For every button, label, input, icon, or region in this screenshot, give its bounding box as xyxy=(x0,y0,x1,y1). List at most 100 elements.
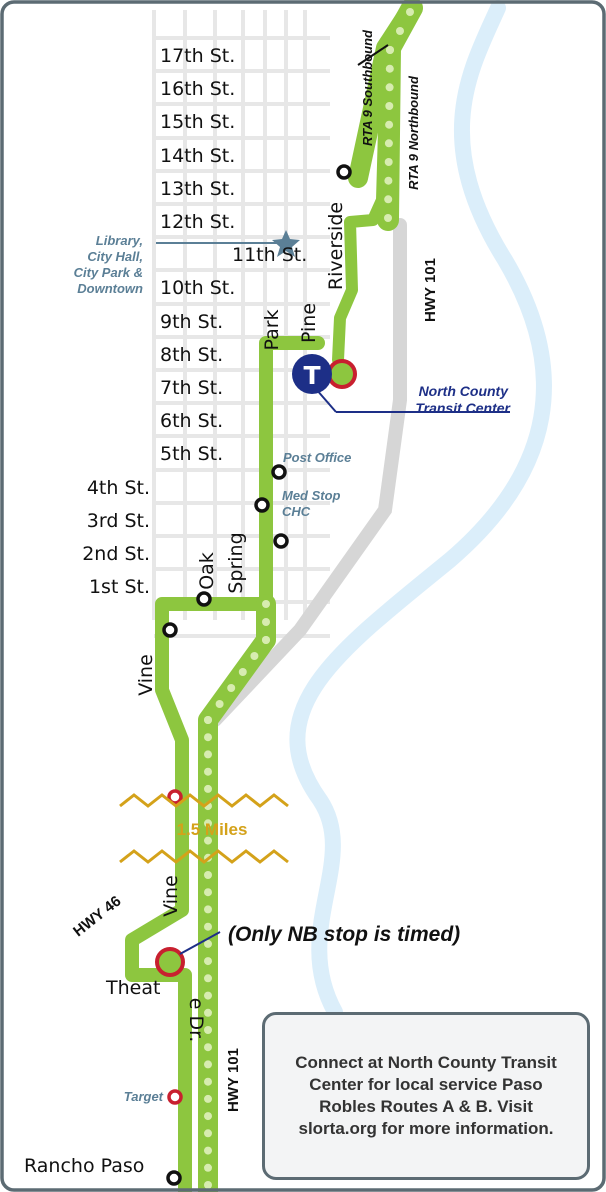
street-label: 10th St. xyxy=(160,277,235,299)
break-zigzag-bottom xyxy=(119,849,289,864)
distance-label: 1.5 Miles xyxy=(177,820,248,839)
timed-note: (Only NB stop is timed) xyxy=(228,923,460,946)
timed-note-leader xyxy=(179,931,221,955)
hwy101-north-label: HWY 101 xyxy=(422,258,439,322)
street-label: 6th St. xyxy=(160,410,223,432)
stop-rancho-paso xyxy=(166,1170,182,1186)
route-dot xyxy=(227,684,236,692)
street-labels: 17th St.16th St.15th St.14th St.13th St.… xyxy=(82,45,307,598)
hwy101-south-label: HWY 101 xyxy=(225,1048,242,1112)
route-dot xyxy=(204,939,212,948)
street-label: 15th St. xyxy=(160,111,235,133)
route-dot xyxy=(204,991,212,1000)
svg-text:Med Stop: Med Stop xyxy=(282,488,341,503)
svg-text:North County: North County xyxy=(419,383,510,399)
svg-text:Downtown: Downtown xyxy=(77,281,143,296)
route-dot xyxy=(204,1163,212,1172)
street-theatre-dr-right: e Dr. xyxy=(185,998,207,1042)
stops xyxy=(162,164,352,1186)
route-dot xyxy=(204,957,212,966)
transit-badge-letter: T xyxy=(303,361,320,390)
route-dot xyxy=(238,668,247,676)
route-dot xyxy=(262,600,270,608)
street-spring: Spring xyxy=(225,532,247,593)
route-dot xyxy=(384,139,393,148)
svg-text:City Hall,: City Hall, xyxy=(87,249,143,264)
street-label: 17th St. xyxy=(160,45,235,67)
street-label: 8th St. xyxy=(160,344,223,366)
library-star-icon xyxy=(272,230,300,257)
transit-center-badge xyxy=(292,354,332,394)
timed-stop-transit-center xyxy=(327,359,357,389)
route-dot xyxy=(384,214,392,222)
river xyxy=(289,0,552,1020)
street-label: 1st St. xyxy=(89,576,150,598)
timed-stop-theatre xyxy=(155,947,185,977)
library-label: Library, City Hall, City Park & Downtown xyxy=(74,233,143,296)
street-pine: Pine xyxy=(298,303,320,343)
stop-spring-2nd xyxy=(273,533,289,549)
route-dot xyxy=(384,195,393,204)
svg-text:City Park &: City Park & xyxy=(74,265,143,280)
route-dot xyxy=(204,767,212,776)
route-dot xyxy=(204,974,212,983)
street-label: 12th St. xyxy=(160,211,235,233)
rta9-southbound-label: RTA 9 Southbound xyxy=(360,29,375,146)
route-dot xyxy=(204,716,212,724)
route-dot xyxy=(204,922,212,931)
street-vine-south: Vine xyxy=(160,875,182,917)
transit-leader xyxy=(315,388,337,413)
route-dot xyxy=(204,1146,212,1155)
route-dot xyxy=(204,888,212,897)
stop-post-office xyxy=(271,464,287,480)
med-stop-label: Med Stop CHC xyxy=(282,488,341,519)
route-dots xyxy=(204,8,414,1189)
route-dot xyxy=(204,1026,212,1034)
route-dot xyxy=(204,1043,212,1052)
street-label: 3rd St. xyxy=(87,510,150,532)
svg-text:Library,: Library, xyxy=(96,233,143,248)
svg-text:Transit Center: Transit Center xyxy=(415,400,511,416)
route-dot xyxy=(204,1129,212,1138)
street-oak: Oak xyxy=(196,552,218,590)
route-dot xyxy=(204,836,212,845)
route-dot xyxy=(262,636,270,644)
route-connector xyxy=(357,44,389,66)
stop-target-lower xyxy=(167,1089,183,1105)
route-dot xyxy=(204,1094,212,1103)
route-dot xyxy=(204,1077,212,1086)
distance-break: 1.5 Miles xyxy=(119,793,289,864)
stop-med-stop xyxy=(254,497,270,513)
hwy46-label: HWY 46 xyxy=(70,893,124,941)
transit-center-label: North County Transit Center xyxy=(415,383,511,416)
street-rancho-paso: Rancho Paso xyxy=(24,1155,144,1177)
route-dot xyxy=(386,46,394,54)
street-label: 16th St. xyxy=(160,78,235,100)
stop-vine xyxy=(162,622,178,638)
route-main-downtown xyxy=(125,336,325,1192)
route-dot xyxy=(204,1060,212,1069)
route-dot xyxy=(384,158,393,166)
route-dot xyxy=(204,1112,212,1121)
route-dot xyxy=(204,905,212,914)
route-dot xyxy=(204,733,212,742)
route-dot xyxy=(384,176,393,185)
route-dot xyxy=(204,784,212,793)
street-riverside: Riverside xyxy=(325,202,347,290)
street-label: 4th St. xyxy=(87,477,150,499)
route-dot xyxy=(204,750,212,759)
hwy101-road xyxy=(208,218,407,727)
route-dot xyxy=(204,871,212,879)
street-vine-north: Vine xyxy=(135,654,157,696)
svg-text:CHC: CHC xyxy=(282,504,311,519)
street-park: Park xyxy=(261,309,283,350)
stop-target xyxy=(167,789,183,805)
route-dot xyxy=(406,8,414,16)
street-label: 13th St. xyxy=(160,178,235,200)
street-label: 11th St. xyxy=(232,244,307,266)
info-text: Connect at North County Transit Center f… xyxy=(295,1053,557,1138)
street-label: 5th St. xyxy=(160,443,223,465)
route-dot xyxy=(204,1008,212,1017)
